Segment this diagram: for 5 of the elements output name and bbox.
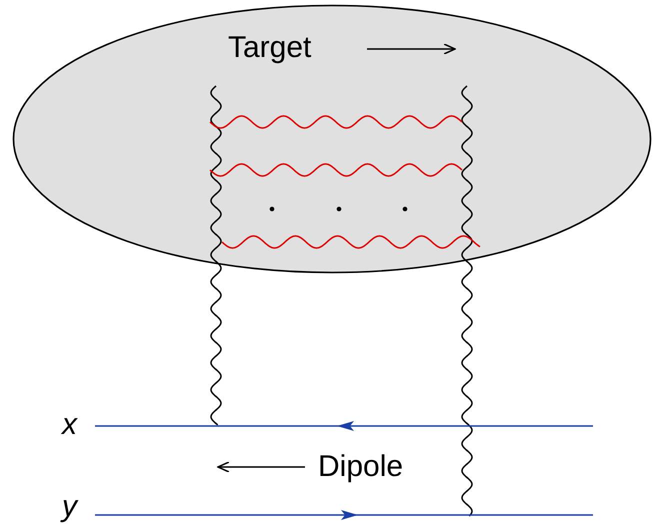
line-label: x [62, 408, 77, 442]
node-label: Target [228, 31, 312, 65]
line-label: y [62, 490, 77, 524]
text-label: Dipole [318, 450, 404, 484]
target-ellipse [12, 4, 652, 274]
